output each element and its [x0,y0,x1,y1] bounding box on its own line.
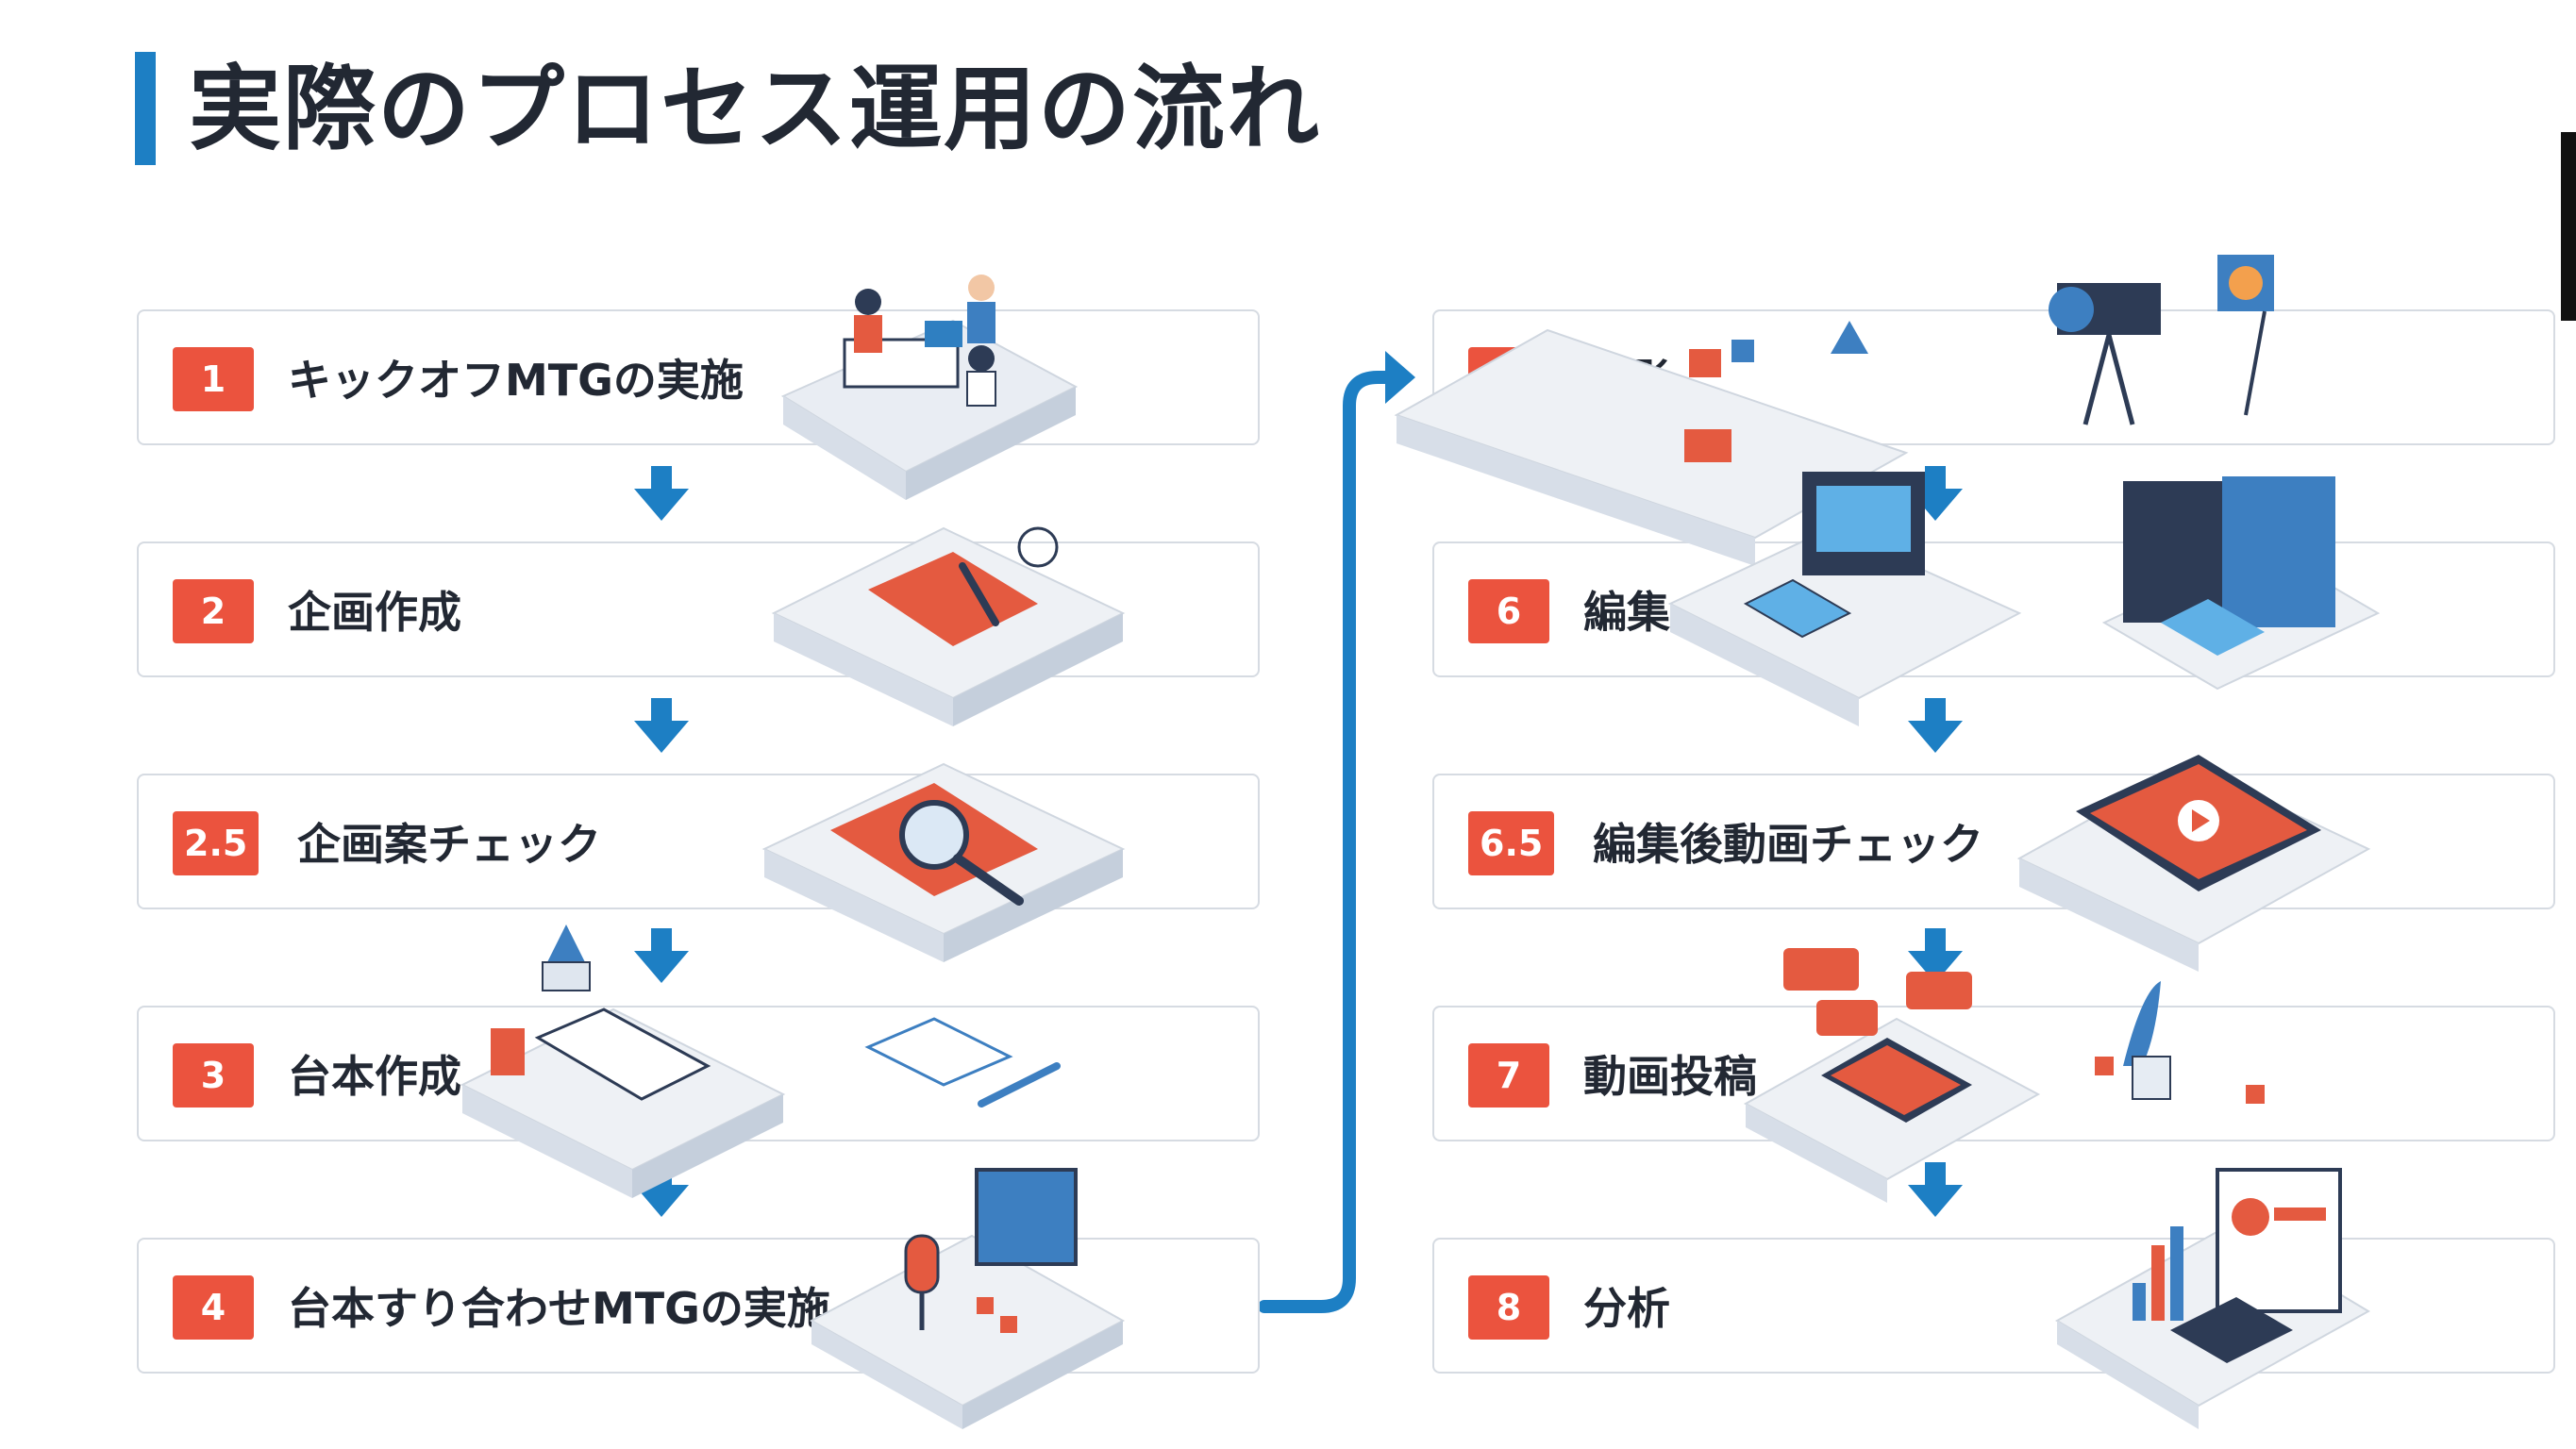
down-arrow-icon [1908,928,1963,983]
step-label: 動画投稿 [1583,1051,1757,1102]
down-arrow-icon [1908,1162,1963,1217]
step-label: 撮影 [1583,355,1670,406]
step-label: 編集 [1583,587,1670,638]
down-arrow-icon [634,1162,689,1217]
step-number-badge: 2.5 [173,811,259,875]
step-number-badge: 6.5 [1468,811,1555,875]
connector-arrow-4-to-5 [1258,371,1394,1313]
step-number-badge: 2 [173,579,254,643]
step-2-card: 2 企画作成 [137,541,1260,677]
down-arrow-icon [1908,466,1963,521]
step-number-badge: 1 [173,347,254,411]
down-arrow-icon [1908,698,1963,753]
step-7-card: 7 動画投稿 [1432,1006,2555,1141]
step-3-card: 3 台本作成 [137,1006,1260,1141]
step-6-5-card: 6.5 編集後動画チェック [1432,774,2555,909]
step-label: 台本作成 [288,1051,461,1102]
step-2-5-card: 2.5 企画案チェック [137,774,1260,909]
connector-arrowhead [1385,351,1415,404]
step-label: 編集後動画チェック [1593,819,1983,870]
step-4-card: 4 台本すり合わせMTGの実施 [137,1238,1260,1374]
step-label: 企画作成 [288,587,461,638]
step-6-card: 6 編集 [1432,541,2555,677]
step-number-badge: 8 [1468,1275,1549,1340]
down-arrow-icon [634,466,689,521]
step-number-badge: 6 [1468,579,1549,643]
step-number-badge: 4 [173,1275,254,1340]
step-number-badge: 5 [1468,347,1549,411]
step-label: 台本すり合わせMTGの実施 [288,1283,830,1334]
step-label: 分析 [1583,1283,1670,1334]
title-accent-bar [135,52,156,165]
step-5-card: 5 撮影 [1432,309,2555,445]
step-number-badge: 7 [1468,1043,1549,1108]
step-label: 企画案チェック [297,819,601,870]
step-number-badge: 3 [173,1043,254,1108]
step-8-card: 8 分析 [1432,1238,2555,1374]
down-arrow-icon [634,928,689,983]
step-label: キックオフMTGの実施 [288,355,744,406]
down-arrow-icon [634,698,689,753]
step-1-card: 1 キックオフMTGの実施 [137,309,1260,445]
page-title: 実際のプロセス運用の流れ [189,56,1322,163]
edge-marker [2561,132,2576,321]
